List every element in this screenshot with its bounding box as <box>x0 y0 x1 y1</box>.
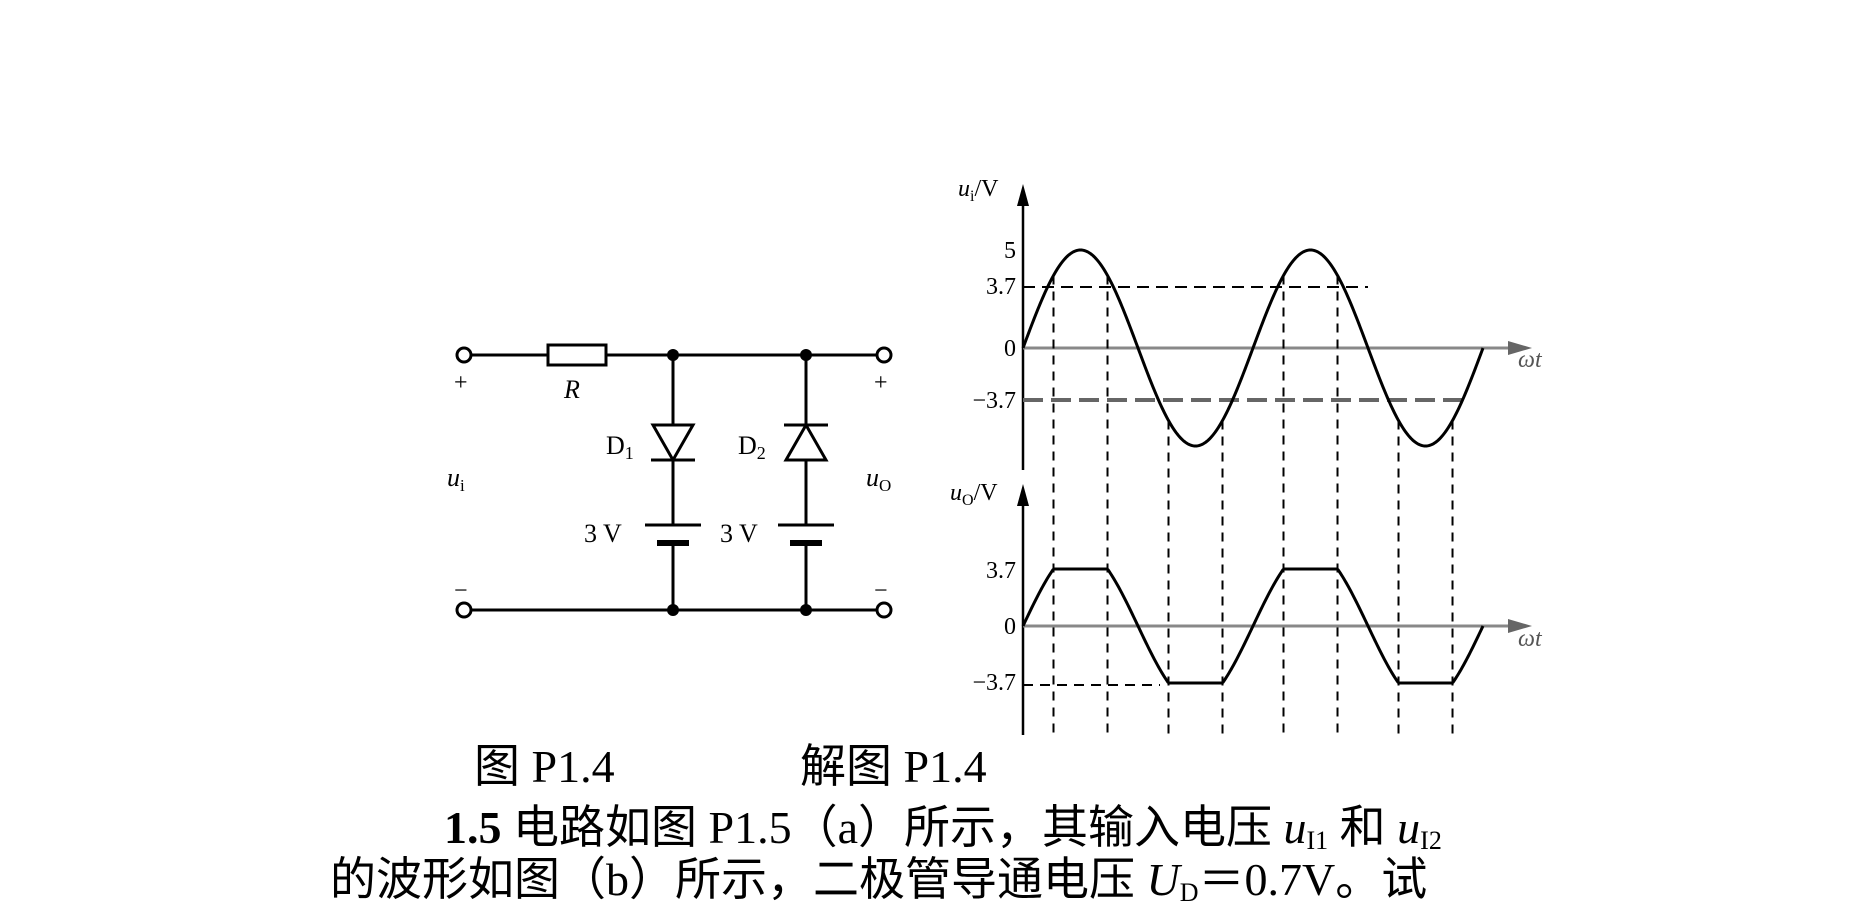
problem-text-1: 电路如图 P1.5（a）所示，其输入电压 <box>501 802 1284 853</box>
var-u-i2: u <box>1397 802 1421 853</box>
top-tick-label-3-7: 3.7 <box>986 274 1016 300</box>
bottom-y-axis <box>1017 484 1029 735</box>
bottom-x-axis-label: ωt <box>1518 626 1543 652</box>
input-plus-sign: + <box>454 370 468 396</box>
diode-d2 <box>783 421 829 462</box>
top-y-axis <box>1017 184 1029 470</box>
bottom-tick-label-0: 0 <box>1004 614 1016 640</box>
output-voltage-label: uO <box>866 463 891 495</box>
input-minus-sign: − <box>454 578 468 604</box>
figure-caption-right: 解图 P1.4 <box>800 741 987 792</box>
top-x-axis-label: ωt <box>1518 347 1543 373</box>
diode-d2-label: D2 <box>738 431 766 463</box>
diode-d1 <box>650 423 696 464</box>
output-terminal-bottom <box>875 601 893 619</box>
input-terminal-top <box>455 346 473 364</box>
figure-caption-left: 图 P1.4 <box>474 741 615 792</box>
output-clipped-curve <box>1021 567 1485 685</box>
input-terminal-bottom <box>455 601 473 619</box>
var-u-i1: u <box>1283 802 1307 853</box>
problem-line-1: 1.5 电路如图 P1.5（a）所示，其输入电压 uI1 和 uI2 <box>444 802 1442 867</box>
problem-line-2: 的波形如图（b）所示，二极管导通电压 UD＝0.7V。试 <box>330 854 1427 919</box>
output-terminal-top <box>875 346 893 364</box>
bottom-tick-label-3-7: 3.7 <box>986 558 1016 584</box>
input-voltage-label: ui <box>447 463 465 495</box>
var-ud: U <box>1146 854 1180 905</box>
bottom-tick-label-neg-3-7: −3.7 <box>972 670 1016 696</box>
sub-d: D <box>1179 878 1199 907</box>
problem-text-2: 的波形如图（b）所示，二极管导通电压 <box>330 854 1147 905</box>
problem-number: 1.5 <box>444 802 502 853</box>
output-minus-sign: − <box>874 578 888 604</box>
top-tick-label-0: 0 <box>1004 336 1016 362</box>
circuit-diagram: R D1 D2 3 V 3 V ui uO + + − − <box>447 343 893 619</box>
top-tick-label-5: 5 <box>1004 238 1016 264</box>
battery-1 <box>645 523 701 546</box>
battery-1-label: 3 V <box>584 519 622 548</box>
diode-d1-label: D1 <box>606 431 634 463</box>
resistor-label: R <box>563 375 580 404</box>
input-sine-curve <box>1021 248 1485 448</box>
problem-and: 和 <box>1328 802 1398 853</box>
waveform-chart: ui/V uO/V ωt ωt 5 3.7 0 −3.7 3.7 0 −3.7 <box>950 176 1543 735</box>
battery-2 <box>778 523 834 546</box>
top-y-axis-label: ui/V <box>958 176 999 205</box>
bottom-y-axis-label: uO/V <box>950 480 998 509</box>
problem-text-3: ＝0.7V。试 <box>1198 854 1428 905</box>
sub-i2: I2 <box>1420 826 1442 855</box>
bottom-x-axis <box>1023 619 1532 633</box>
resistor <box>546 343 608 367</box>
top-x-axis <box>1023 341 1532 355</box>
top-tick-label-neg-3-7: −3.7 <box>972 388 1016 414</box>
battery-2-label: 3 V <box>720 519 758 548</box>
output-plus-sign: + <box>874 370 888 396</box>
sub-i1: I1 <box>1306 826 1329 855</box>
